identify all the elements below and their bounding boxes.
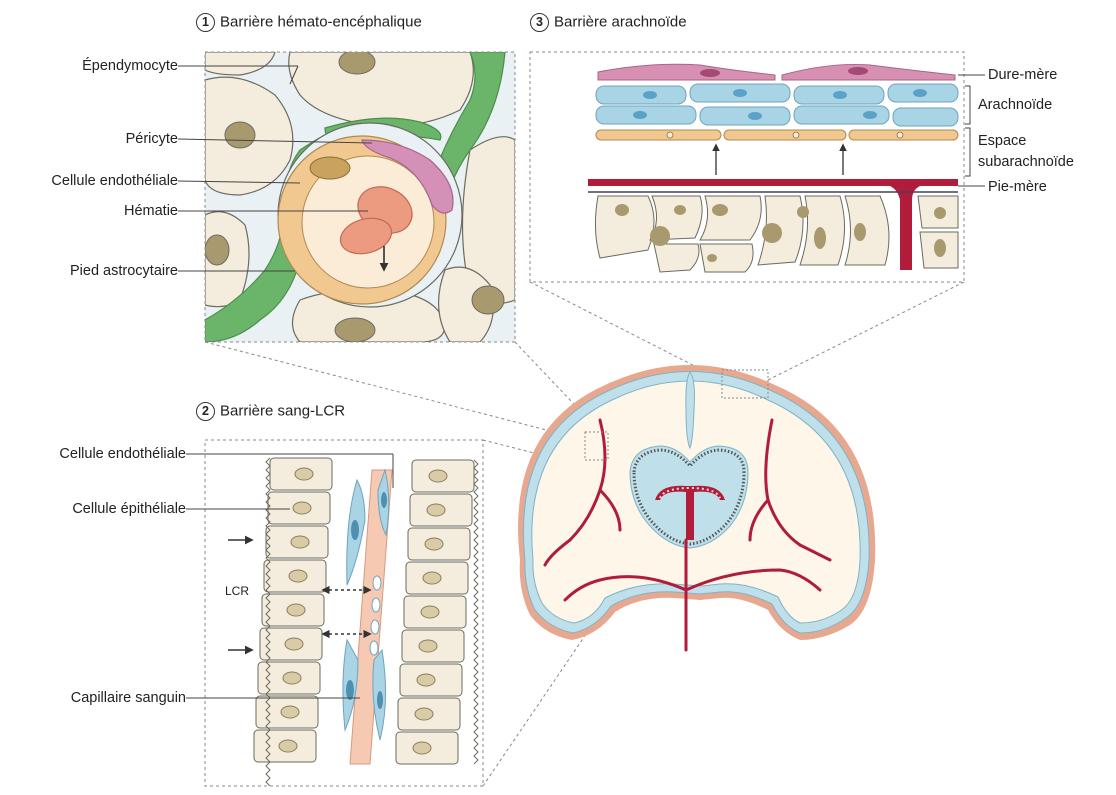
label-epithelial-cell: Cellule épithéliale (72, 501, 186, 517)
panel-bbb-illustration (205, 50, 515, 342)
panel-bcsf-illustration (205, 440, 483, 790)
label-pericyte: Péricyte (126, 131, 178, 147)
label-lcr: LCR (225, 583, 249, 599)
label-blood-capillary: Capillaire sanguin (71, 690, 186, 706)
label-subarachnoid-space-line1: Espace (978, 133, 1026, 149)
panel-bcsf-number: 2 (196, 402, 215, 421)
panel-arachnoid-illustration (530, 52, 964, 282)
label-astrocyte-foot: Pied astrocytaire (70, 263, 178, 279)
panel-bbb-title-text: Barrière hémato-encéphalique (220, 14, 422, 31)
panel-bbb-number: 1 (196, 13, 215, 32)
label-dura-mater: Dure-mère (988, 67, 1057, 83)
label-hematie: Hématie (124, 203, 178, 219)
label-pia-mater: Pie-mère (988, 179, 1047, 195)
label-arachnoid: Arachnoïde (978, 97, 1052, 113)
label-ependymocyte: Épendymocyte (82, 58, 178, 74)
label-endothelial-cell-1: Cellule endothéliale (51, 173, 178, 189)
layer-braces (965, 86, 970, 176)
panel-bcsf-title: 2 Barrière sang-LCR (196, 402, 345, 421)
label-endothelial-cell-2: Cellule endothéliale (59, 446, 186, 462)
brain-cross-section (518, 365, 875, 650)
label-subarachnoid-space-line2: subarachnoïde (978, 154, 1074, 170)
panel-arachnoid-number: 3 (530, 13, 549, 32)
panel-arachnoid-title: 3 Barrière arachnoïde (530, 13, 687, 32)
panel-bcsf-title-text: Barrière sang-LCR (220, 403, 345, 420)
panel-arachnoid-title-text: Barrière arachnoïde (554, 14, 687, 31)
panel-bbb-title: 1 Barrière hémato-encéphalique (196, 13, 422, 32)
